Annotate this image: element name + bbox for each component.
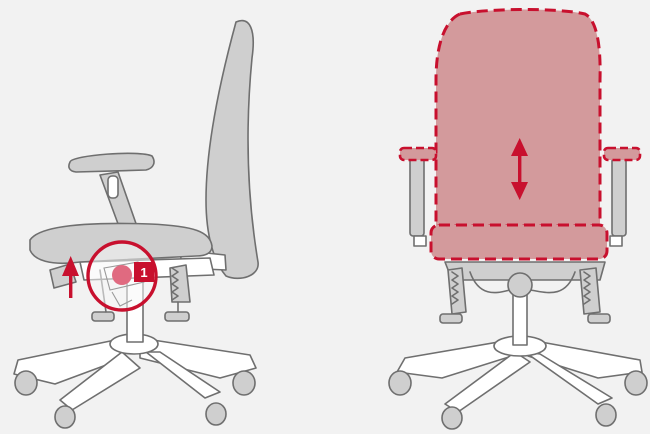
callout-number-badge: 1: [134, 262, 154, 282]
front-chair-mechanism: [439, 261, 611, 324]
lever-marker: [112, 265, 132, 285]
armrest-slot: [107, 175, 119, 199]
callout-number: 1: [140, 265, 147, 280]
side-chair-casters: [14, 370, 256, 429]
arrow-up-icon: [62, 256, 79, 298]
front-chair-left-armpad-highlight: [398, 146, 438, 162]
front-view-chair: [388, 157, 648, 430]
front-chair-seat-highlight: [429, 223, 609, 261]
side-view-chair: [13, 19, 259, 429]
callout-magnifier: [86, 240, 158, 312]
side-chair-armrest-pad: [68, 152, 155, 173]
front-chair-right-armrest: [609, 157, 627, 247]
front-chair-right-armpad-highlight: [602, 146, 642, 162]
side-chair-backrest: [205, 19, 259, 280]
double-arrow-vertical-icon: [511, 138, 528, 200]
front-chair-casters: [388, 370, 648, 430]
front-chair-base: [396, 335, 643, 413]
front-chair-backrest-highlight: [434, 8, 602, 228]
side-chair-base: [13, 333, 257, 411]
front-chair-left-armrest: [409, 157, 427, 247]
